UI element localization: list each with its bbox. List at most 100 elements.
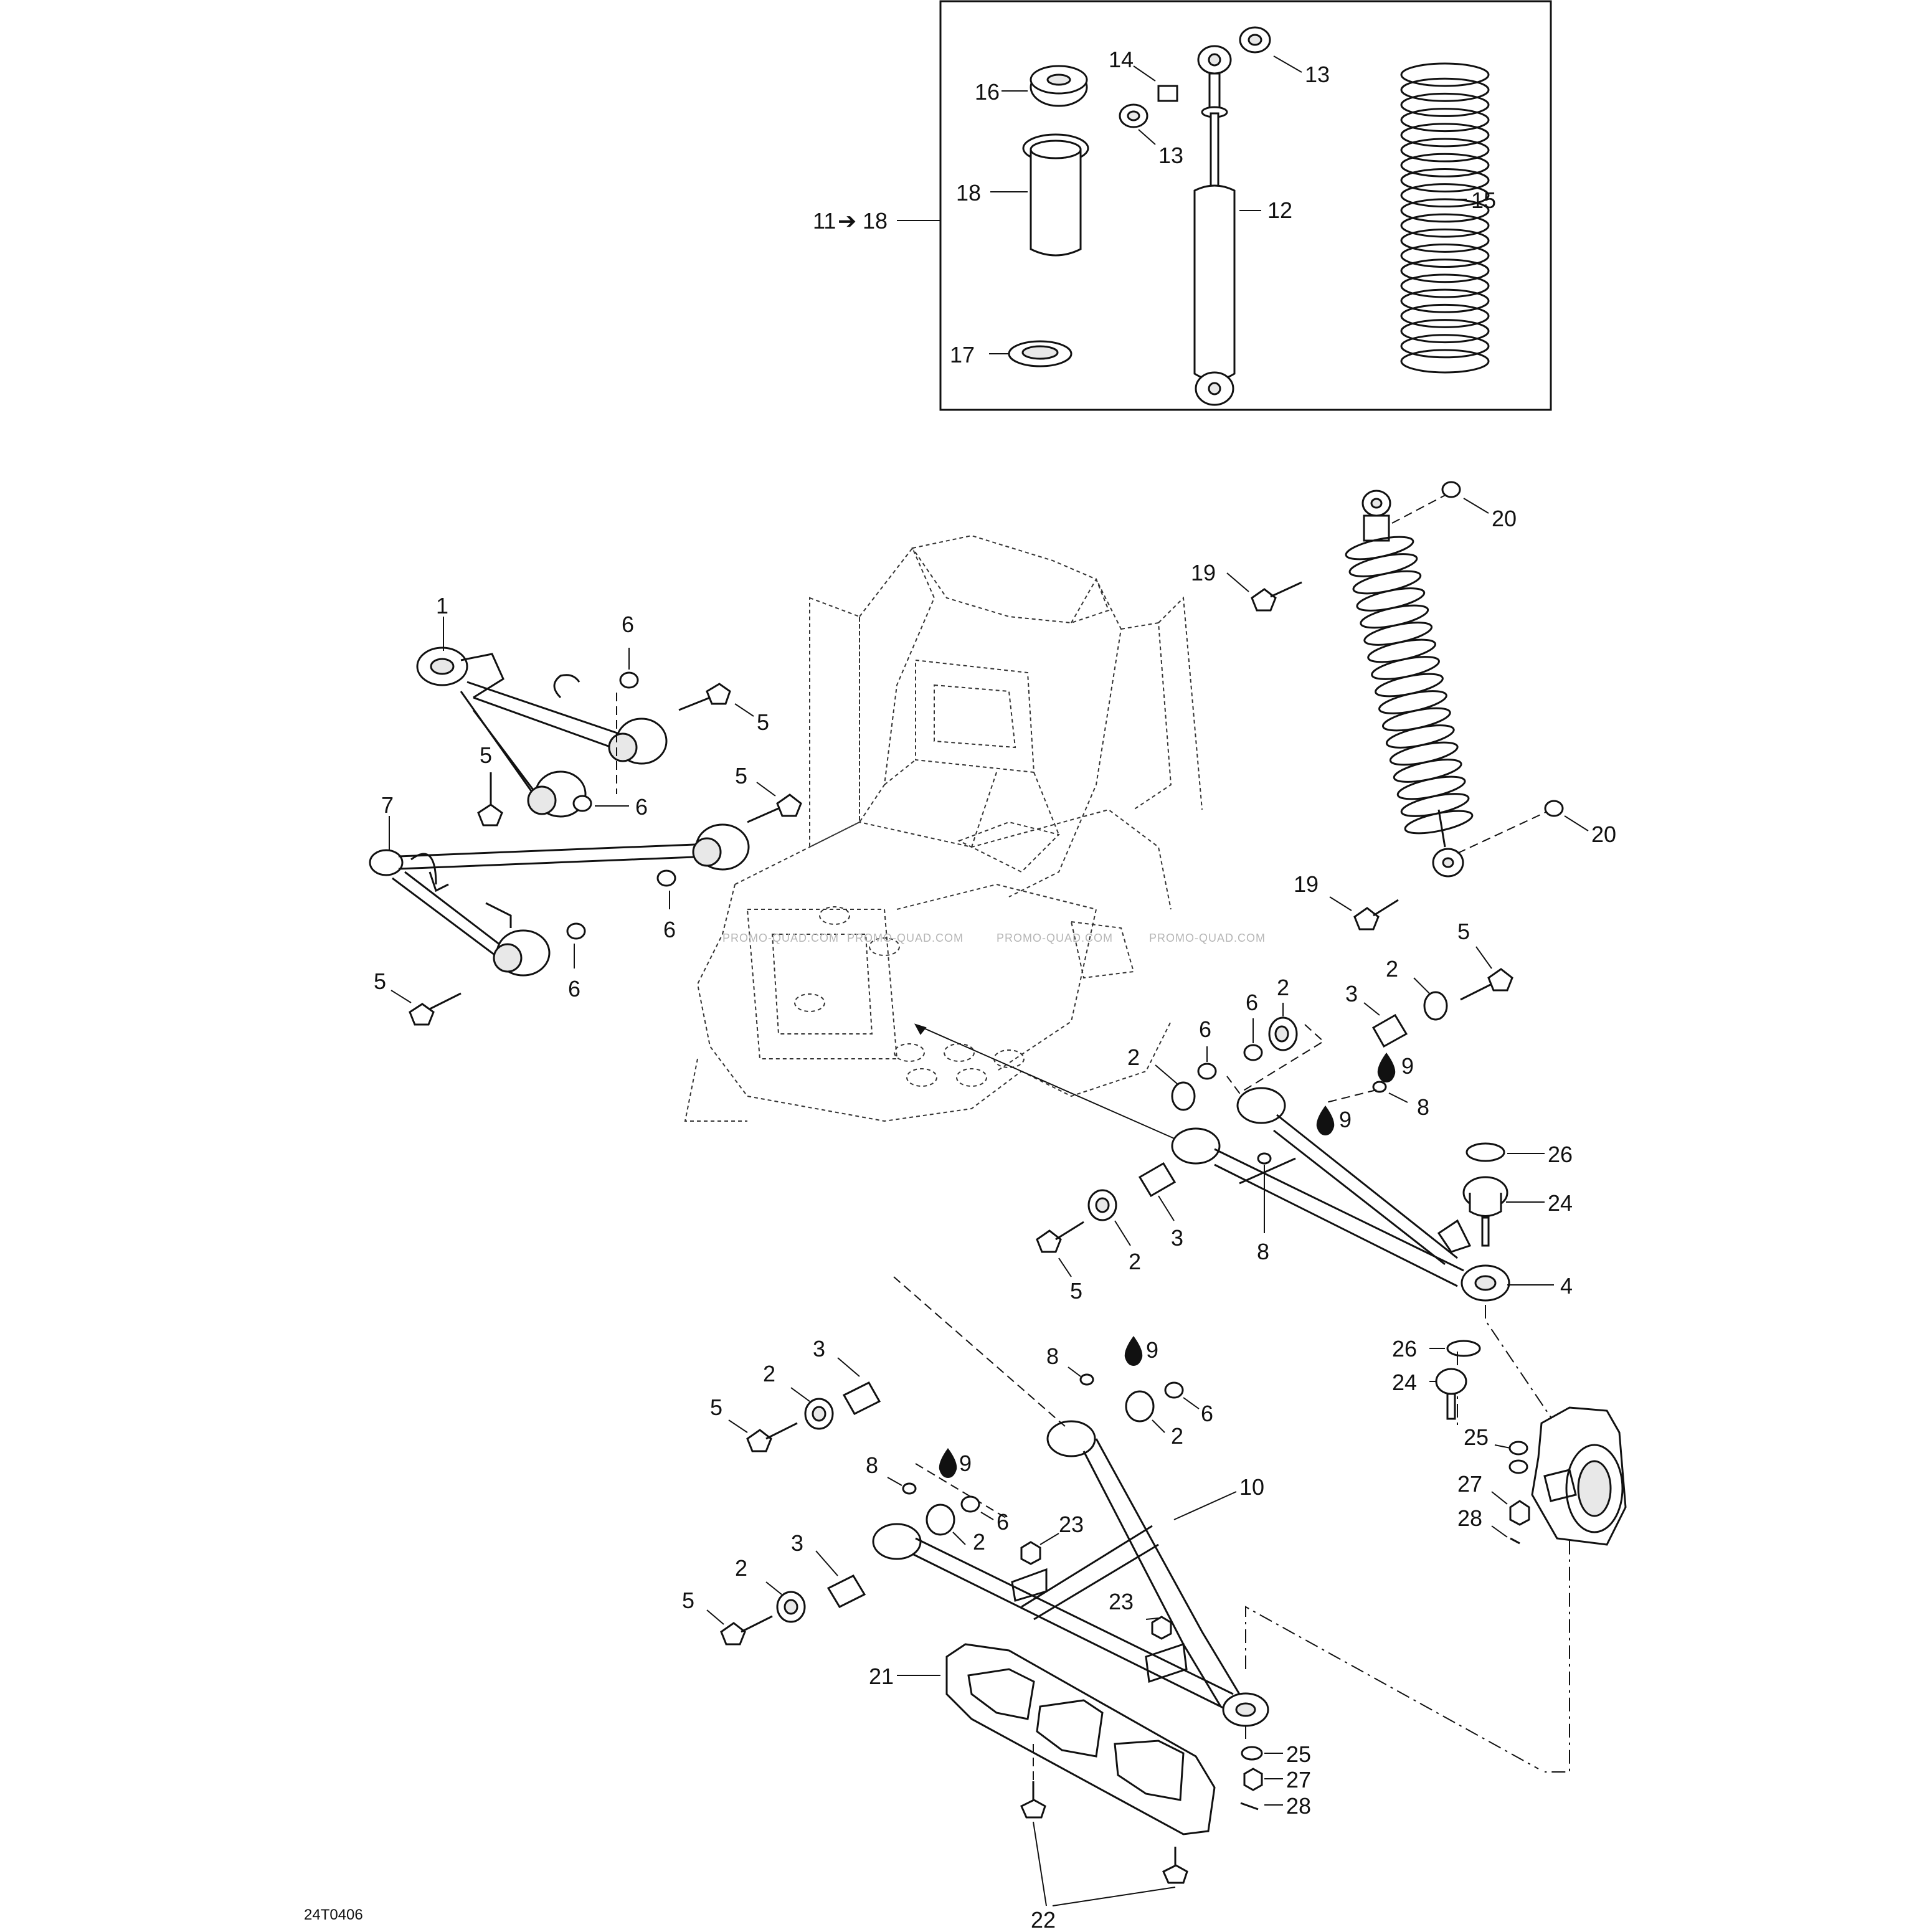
callout-19-bottom: 19 bbox=[1294, 871, 1319, 897]
bushing-2-l4 bbox=[765, 1581, 806, 1623]
coilover-coil bbox=[1375, 673, 1444, 698]
callout-10: 10 bbox=[1239, 1474, 1264, 1500]
spring-coil bbox=[1400, 198, 1490, 223]
sleeve-3-r2 bbox=[1138, 1162, 1177, 1221]
spring-stopper-16 bbox=[1002, 65, 1088, 107]
steering-knuckle bbox=[1531, 1406, 1627, 1546]
coilover-coil bbox=[1381, 707, 1451, 732]
callout-8-a: 8 bbox=[1417, 1094, 1429, 1120]
sleeve-3-l1 bbox=[837, 1357, 881, 1415]
shock-mount bbox=[1370, 498, 1383, 509]
nut-6-l1 bbox=[1164, 1381, 1200, 1409]
callout-25-mid: 25 bbox=[1464, 1424, 1489, 1450]
watermark-3: PROMO-QUAD.COM bbox=[997, 932, 1113, 944]
sleeve-3-r1 bbox=[1363, 1002, 1408, 1048]
callout-6-b: 6 bbox=[635, 794, 648, 820]
coilover-coil bbox=[1378, 690, 1447, 714]
callout-22: 22 bbox=[1031, 1907, 1056, 1932]
coilover-coil bbox=[1385, 724, 1455, 749]
spring-coil bbox=[1400, 183, 1490, 208]
coilover-coil bbox=[1348, 553, 1418, 577]
callout-3-a: 3 bbox=[1345, 981, 1358, 1006]
oil-drop-icon bbox=[939, 1448, 957, 1478]
bolt-19-bottom bbox=[1329, 896, 1399, 930]
callout-15: 15 bbox=[1471, 187, 1496, 213]
callout-16: 16 bbox=[975, 79, 1000, 105]
callout-5-b: 5 bbox=[480, 742, 492, 768]
nut-6-r2 bbox=[1243, 1018, 1263, 1061]
spring-coil bbox=[1400, 213, 1490, 238]
nut-6-arm7-low bbox=[566, 922, 586, 968]
shock-absorber-12 bbox=[1193, 45, 1261, 406]
callout-3-b: 3 bbox=[1171, 1225, 1183, 1251]
spring-coil bbox=[1400, 108, 1490, 133]
shock-mount bbox=[1442, 857, 1454, 868]
coil-spring-15 bbox=[1400, 62, 1490, 374]
pin-28-low bbox=[1240, 1802, 1283, 1811]
spring-coil bbox=[1400, 288, 1490, 313]
washer-25-mid bbox=[1494, 1441, 1528, 1474]
a-arm-7 bbox=[369, 823, 750, 977]
a-arm-4 bbox=[1171, 1087, 1510, 1302]
spring-coil bbox=[1400, 168, 1490, 192]
bushing-2-r2 bbox=[1226, 1003, 1325, 1094]
callout-25-low: 25 bbox=[1286, 1741, 1311, 1767]
callout-5-c: 5 bbox=[735, 763, 747, 788]
fitting-8-r2 bbox=[1257, 1152, 1272, 1233]
callout-9-a: 9 bbox=[1401, 1053, 1414, 1079]
pin-28-mid bbox=[1491, 1525, 1520, 1545]
bolt-5-arm7-top bbox=[747, 782, 802, 823]
callout-3-d: 3 bbox=[791, 1530, 803, 1556]
watermark-strip: PROMO-QUAD.COM PROMO-QUAD.COM PROMO-QUAD… bbox=[722, 932, 1265, 944]
shock-assembly bbox=[1345, 490, 1474, 878]
spring-coil bbox=[1400, 303, 1490, 328]
spacer-14 bbox=[1133, 65, 1178, 102]
callout-24-mid: 24 bbox=[1392, 1370, 1417, 1395]
shock-kit-box bbox=[939, 0, 1552, 411]
spring-coil bbox=[1400, 138, 1490, 163]
callout-9-b: 9 bbox=[1339, 1107, 1352, 1132]
spring-coil bbox=[1400, 228, 1490, 253]
fitting-8-l2 bbox=[887, 1477, 917, 1495]
coilover-coil bbox=[1389, 741, 1459, 766]
nut-20-top bbox=[1441, 481, 1489, 514]
kit-label-from: 11 bbox=[813, 208, 836, 234]
bushing-2-r3 bbox=[1413, 977, 1448, 1021]
bolt-22-b bbox=[1162, 1847, 1188, 1884]
nut-23-a bbox=[1020, 1533, 1059, 1565]
callout-2-b: 2 bbox=[1277, 975, 1289, 1000]
coilover-coil bbox=[1352, 570, 1422, 595]
callout-9-c: 9 bbox=[1146, 1337, 1158, 1363]
callout-27-mid: 27 bbox=[1457, 1471, 1482, 1497]
callout-8-d: 8 bbox=[866, 1452, 878, 1478]
bolt-5-r1 bbox=[1460, 946, 1513, 1001]
nut-6-lower bbox=[572, 795, 629, 812]
callout-6-g: 6 bbox=[1201, 1401, 1213, 1426]
callout-8-c: 8 bbox=[1046, 1343, 1059, 1369]
coilover-coil bbox=[1363, 622, 1433, 646]
callout-6-h: 6 bbox=[997, 1509, 1009, 1535]
spring-coil bbox=[1400, 258, 1490, 283]
callout-17: 17 bbox=[950, 342, 975, 367]
nut-27-mid bbox=[1491, 1491, 1530, 1526]
callout-28-low: 28 bbox=[1286, 1793, 1311, 1819]
callout-8-b: 8 bbox=[1257, 1239, 1269, 1264]
sleeve-18 bbox=[990, 133, 1089, 257]
fitting-8-r1 bbox=[1326, 1081, 1408, 1103]
bolt-5-l1 bbox=[728, 1419, 798, 1452]
bolt-22-a bbox=[1020, 1744, 1046, 1819]
callout-23-b: 23 bbox=[1109, 1589, 1134, 1614]
bushing-2-r4 bbox=[1087, 1189, 1131, 1246]
callout-4: 4 bbox=[1560, 1273, 1573, 1299]
callout-5-e: 5 bbox=[1457, 919, 1470, 944]
callout-6-e: 6 bbox=[1199, 1016, 1211, 1042]
spring-coil bbox=[1400, 123, 1490, 148]
callout-6-f: 6 bbox=[1246, 990, 1258, 1015]
spring-coil bbox=[1400, 334, 1490, 359]
callout-6-d: 6 bbox=[568, 976, 580, 1002]
nut-6-upper bbox=[619, 648, 639, 689]
callout-2-g: 2 bbox=[973, 1529, 985, 1555]
callout-2-c: 2 bbox=[1386, 956, 1398, 982]
nut-6-r1 bbox=[1197, 1046, 1217, 1080]
